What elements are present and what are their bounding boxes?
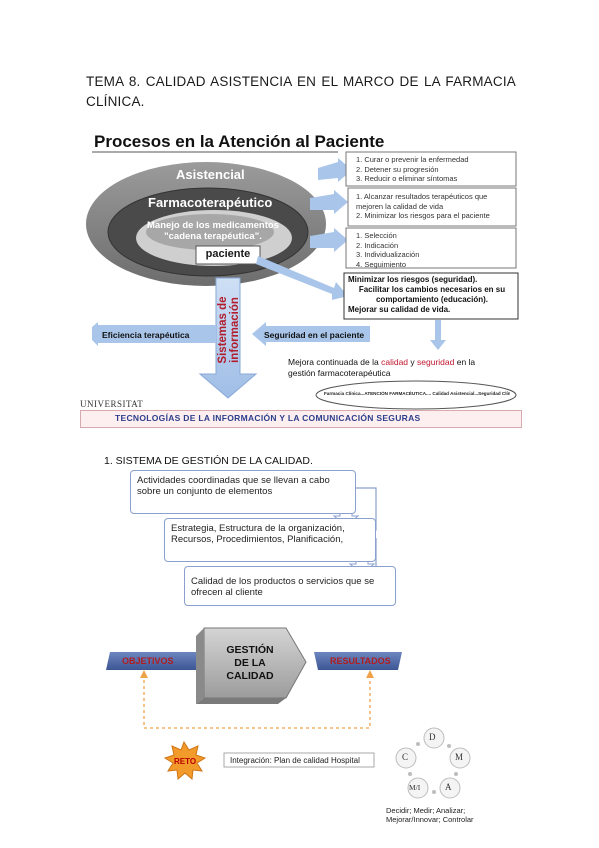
cycle-mejorar: M/I — [409, 783, 421, 792]
improvement-suffix: en la — [454, 357, 476, 367]
flow-box-activities: Actividades coordinadas que se llevan a … — [130, 470, 356, 514]
cycle-analizar: A — [445, 782, 452, 792]
goals-list-asistencial: 1. Curar o prevenir la enfermedad 2. Det… — [356, 155, 469, 184]
cycle-caption-line2: Mejorar/Innovar; Controlar — [386, 815, 474, 824]
resultados-ribbon — [314, 652, 402, 670]
cycle-caption-line1: Decidir; Medir; Analizar; — [386, 806, 466, 815]
care-process-figure: Procesos en la Atención al Paciente Asis… — [80, 128, 522, 428]
quality-system-flow: Actividades coordinadas que se llevan a … — [130, 470, 400, 610]
care-process-diagram — [86, 151, 519, 410]
gestion-line1: GESTIÓN — [226, 644, 274, 656]
ict-banner: TECNOLOGÍAS DE LA INFORMACIÓN Y LA COMUN… — [80, 410, 522, 428]
safety-arrow — [252, 322, 370, 346]
callout-line: Minimizar los riesgos (seguridad). — [348, 275, 478, 284]
improvement-quality: calidad — [381, 357, 409, 367]
list-item: 1. Alcanzar resultados terapéuticos que — [356, 192, 488, 201]
cycle-controlar: C — [402, 752, 409, 762]
patient-label: paciente — [205, 248, 251, 260]
ring-label-medicamentos-line2: "cadena terapéutica". — [164, 231, 262, 242]
information-systems-line2: información — [229, 297, 241, 363]
objetivos-label: OBJETIVOS — [122, 656, 174, 666]
ict-banner-text: TECNOLOGÍAS DE LA INFORMACIÓN Y LA COMUN… — [115, 413, 421, 423]
integration-label: Integración: Plan de calidad Hospital — [230, 756, 360, 765]
efficiency-label: Eficiencia terapéutica — [102, 330, 190, 340]
improvement-prefix: Mejora continuada de la — [288, 357, 382, 367]
flow-box-quality: Calidad de los productos o servicios que… — [184, 566, 396, 606]
list-item: 4. Seguimiento — [356, 259, 407, 269]
objetivos-ribbon — [106, 652, 204, 670]
improvement-safety: seguridad — [417, 357, 455, 367]
outcomes-callout: Minimizar los riesgos (seguridad). Facil… — [348, 275, 516, 315]
reto-star — [163, 740, 207, 780]
goals-list-medicamentos: 1. Selección 2. Indicación 3. Individual… — [356, 231, 419, 269]
gestion-calidad-label: GESTIÓN DE LA CALIDAD — [212, 644, 288, 683]
clinical-pharmacy-oval — [315, 380, 517, 410]
outcomes-callout-box — [343, 272, 519, 320]
document-title: TEMA 8. CALIDAD ASISTENCIA EN EL MARCO D… — [86, 74, 516, 109]
quality-management-diagram — [106, 627, 471, 799]
ring-label-medicamentos: Manejo de los medicamentos "cadena terap… — [142, 220, 284, 242]
goals-list-farmacoterapeutico: 1. Alcanzar resultados terapéuticos que … — [356, 192, 490, 221]
list-item: 3. Reducir o eliminar síntomas — [356, 174, 458, 183]
cycle-medir: M — [455, 752, 464, 762]
university-logo: UNIVERSITAT — [80, 399, 144, 409]
ring-label-farmacoterapeutico: Farmacoterapéutico — [148, 195, 273, 210]
efficiency-arrow — [92, 322, 216, 346]
clinical-pharmacy-oval-text: Farmacia Clínica...ATENCIÓN FARMACÉUTICA… — [324, 391, 510, 396]
section-heading: 1. SISTEMA DE GESTIÓN DE LA CALIDAD. — [104, 455, 313, 467]
information-systems-label: Sistemas de información — [214, 284, 242, 374]
list-item: mejoren la calidad de vida — [356, 201, 444, 211]
list-item: 2. Minimizar los riesgos para el pacient… — [356, 211, 490, 220]
callout-line: comportamiento (educación). — [375, 295, 488, 304]
reto-label: RETO — [174, 757, 197, 766]
cycle-caption: Decidir; Medir; Analizar; Mejorar/Innova… — [386, 806, 474, 824]
list-item: 1. Curar o prevenir la enfermedad — [356, 155, 469, 164]
ring-label-asistencial: Asistencial — [176, 167, 245, 182]
improvement-line2: gestión farmacoterapéutica — [288, 367, 391, 378]
gestion-line2: DE LA — [234, 657, 266, 669]
ring-label-medicamentos-line1: Manejo de los medicamentos — [147, 220, 279, 231]
safety-label: Seguridad en el paciente — [264, 330, 365, 340]
improvement-and: y — [408, 357, 418, 367]
callout-line: Mejorar su calidad de vida. — [348, 305, 451, 314]
information-systems-arrow — [198, 277, 258, 399]
patient-box — [195, 245, 261, 265]
resultados-label: RESULTADOS — [330, 656, 391, 666]
figure1-heading: Procesos en la Atención al Paciente — [94, 132, 385, 151]
list-item: 1. Selección — [356, 231, 397, 240]
information-systems-line1: Sistemas de — [217, 296, 229, 364]
continuous-improvement-text: Mejora continuada de la calidad y seguri… — [288, 357, 514, 378]
list-item: 2. Indicación — [356, 240, 399, 250]
list-item: 3. Individualización — [356, 250, 420, 259]
flow-box-elements: Estrategia, Estructura de la organizació… — [164, 518, 376, 562]
callout-line: Facilitar los cambios necesarios en su — [358, 285, 506, 294]
quality-management-figure: OBJETIVOS GESTIÓN DE LA CALIDAD RESULTAD… — [100, 620, 500, 830]
gestion-line3: CALIDAD — [226, 670, 274, 682]
cycle-decidir: D — [429, 732, 436, 742]
list-item: 2. Detener su progresión — [356, 164, 439, 174]
